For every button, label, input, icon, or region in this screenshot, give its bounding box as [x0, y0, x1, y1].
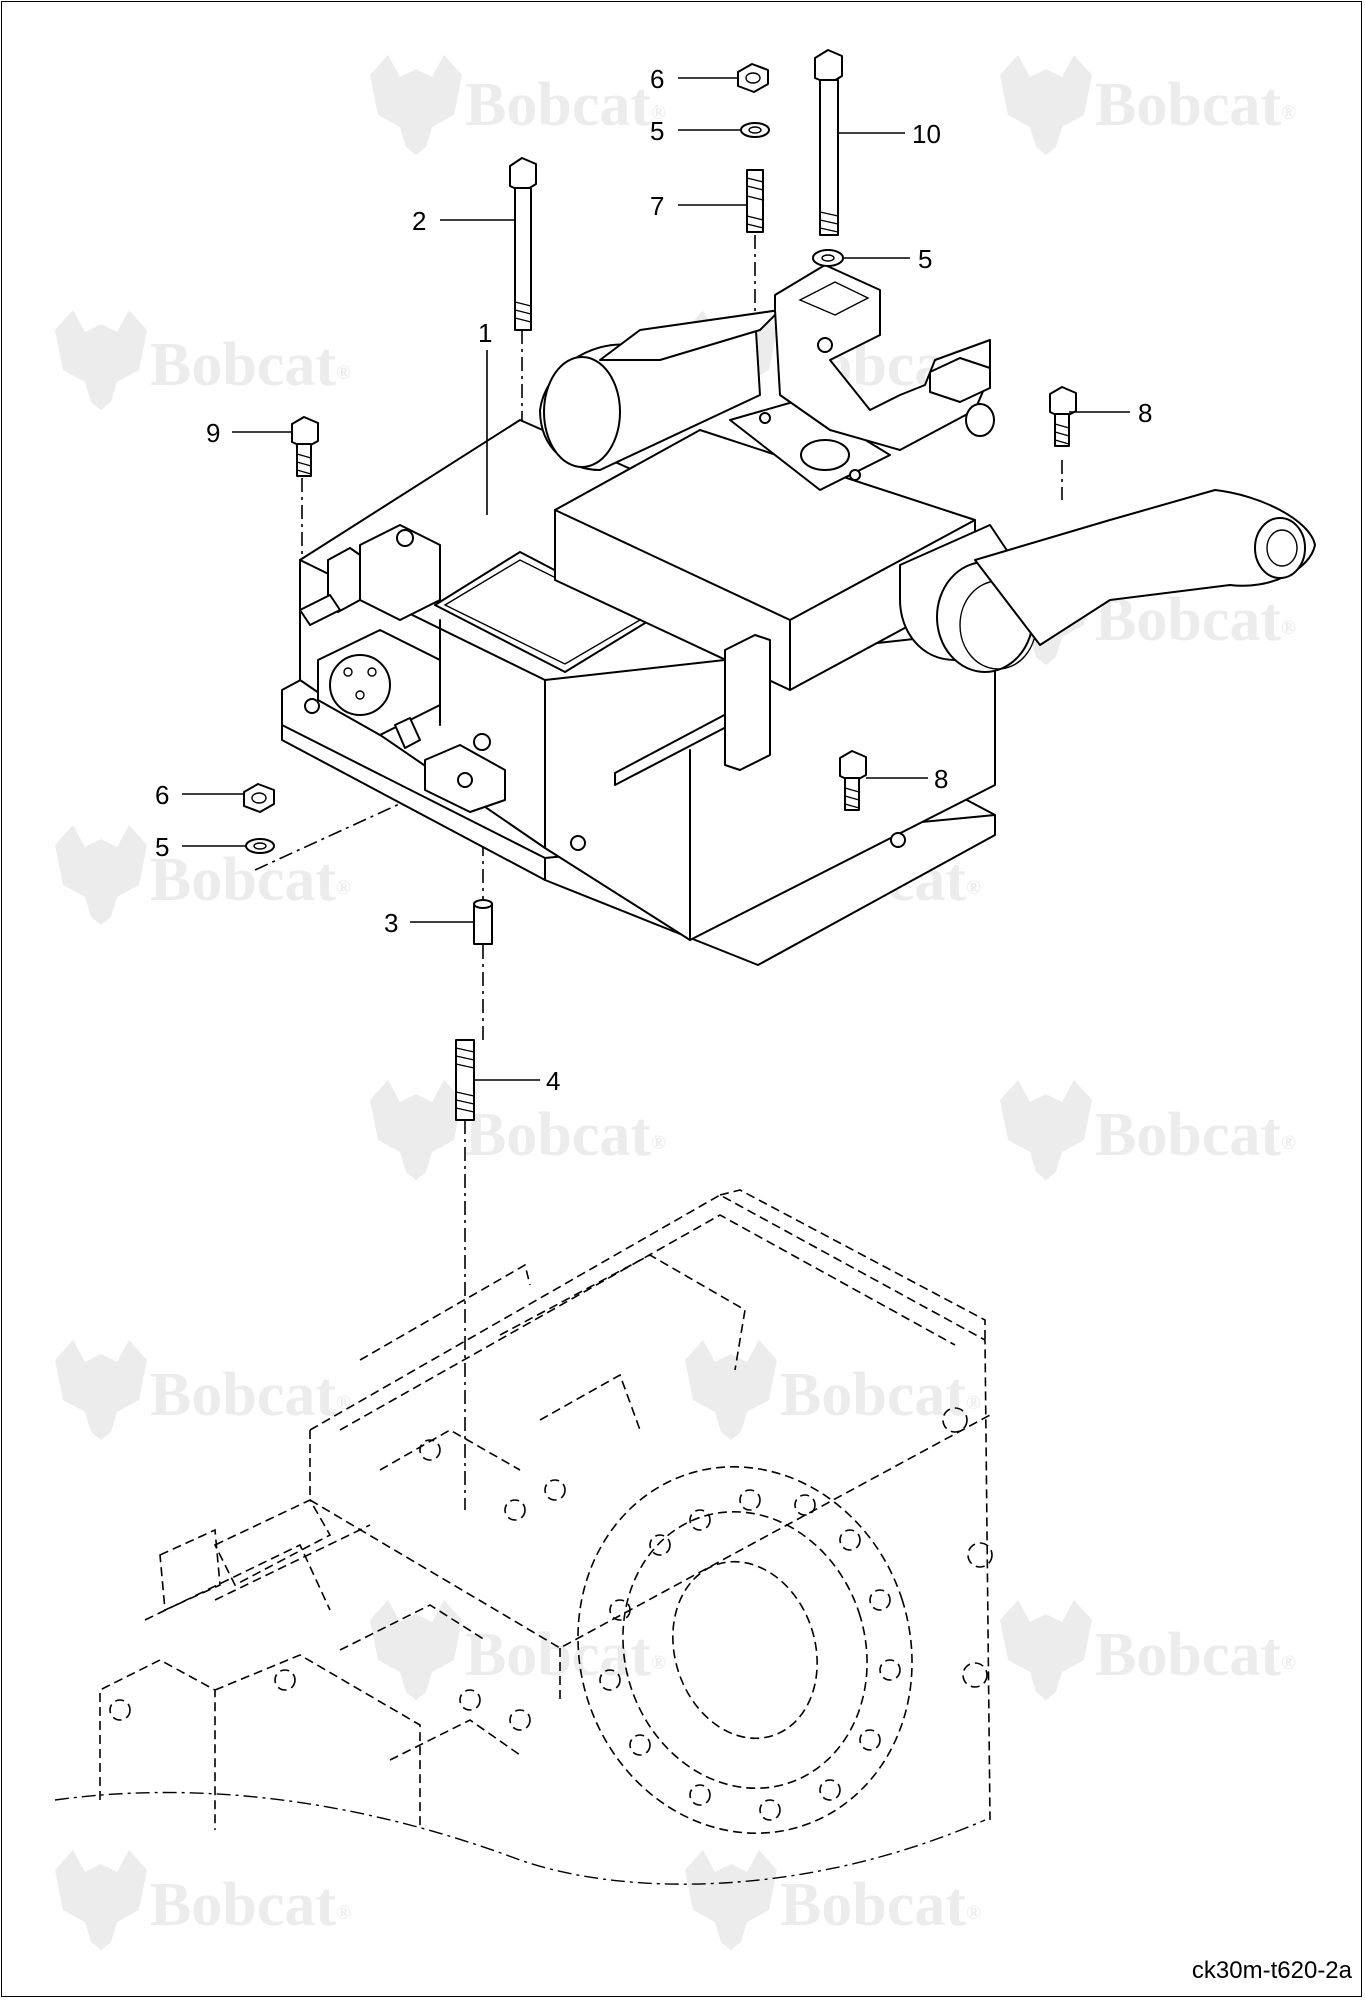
- svg-text:Bobcat®: Bobcat®: [150, 846, 351, 914]
- watermark: Bobcat®: [370, 1600, 666, 1700]
- watermark: Bobcat®: [685, 1850, 981, 1950]
- callout-4: 4: [546, 1066, 560, 1096]
- washer-5-right: [812, 249, 844, 267]
- callout-7: 7: [650, 191, 664, 221]
- callout-10: 10: [912, 119, 941, 149]
- nut-6-top: [737, 63, 769, 93]
- watermark: Bobcat®: [55, 310, 351, 410]
- callout-6-left: 6: [155, 780, 169, 810]
- svg-text:Bobcat®: Bobcat®: [1095, 1621, 1296, 1689]
- watermark: Bobcat®: [1000, 55, 1296, 155]
- svg-text:Bobcat®: Bobcat®: [465, 1621, 666, 1689]
- callout-1: 1: [478, 318, 492, 348]
- svg-text:Bobcat®: Bobcat®: [150, 1361, 351, 1429]
- transmission-case: [54, 1189, 993, 1885]
- watermark: Bobcat®: [55, 825, 351, 925]
- bolt-9: [291, 416, 319, 477]
- lift-housing: [281, 264, 1316, 966]
- drawing-reference-code: ck30m-t620-2a: [1192, 1957, 1353, 1984]
- watermark: Bobcat®: [55, 1340, 351, 1440]
- watermark: Bobcat®: [1000, 1080, 1296, 1180]
- washer-5-top: [740, 122, 770, 138]
- nut-6-left: [243, 783, 275, 813]
- callout-6-top: 6: [650, 64, 664, 94]
- callout-5-top: 5: [650, 116, 664, 146]
- svg-text:Bobcat®: Bobcat®: [780, 1361, 981, 1429]
- svg-text:Bobcat®: Bobcat®: [780, 1871, 981, 1939]
- watermark: Bobcat®: [370, 55, 666, 155]
- watermark: Bobcat®: [55, 1850, 351, 1950]
- callout-8-top: 8: [1138, 398, 1152, 428]
- callout-8-mid: 8: [934, 764, 948, 794]
- svg-text:Bobcat®: Bobcat®: [465, 1101, 666, 1169]
- bolt-8-top: [1049, 386, 1077, 447]
- callout-3: 3: [384, 908, 398, 938]
- svg-text:Bobcat®: Bobcat®: [1095, 1101, 1296, 1169]
- watermark: Bobcat®: [685, 1340, 981, 1440]
- callout-5-left: 5: [155, 832, 169, 862]
- bolt-8-mid: [839, 750, 867, 811]
- watermark: Bobcat®: [1000, 1600, 1296, 1700]
- callout-labels: 6 5 7 10 5 2 8 9 1 6 8 5 3 4: [155, 64, 1152, 1096]
- watermark: Bobcat®: [370, 1080, 666, 1180]
- fasteners: [243, 49, 1077, 1121]
- washer-5-left: [245, 838, 275, 854]
- svg-text:Bobcat®: Bobcat®: [150, 331, 351, 399]
- callout-leaders: [182, 77, 1130, 1081]
- stud-4: [455, 1039, 475, 1121]
- callout-9: 9: [206, 418, 220, 448]
- callout-5-right: 5: [918, 244, 932, 274]
- dowel-3: [473, 899, 493, 945]
- stud-7: [746, 169, 764, 233]
- bolt-10: [814, 49, 843, 236]
- bolt-2: [509, 157, 537, 331]
- callout-2: 2: [412, 206, 426, 236]
- svg-text:Bobcat®: Bobcat®: [1095, 71, 1296, 139]
- svg-text:Bobcat®: Bobcat®: [150, 1871, 351, 1939]
- svg-text:Bobcat®: Bobcat®: [465, 71, 666, 139]
